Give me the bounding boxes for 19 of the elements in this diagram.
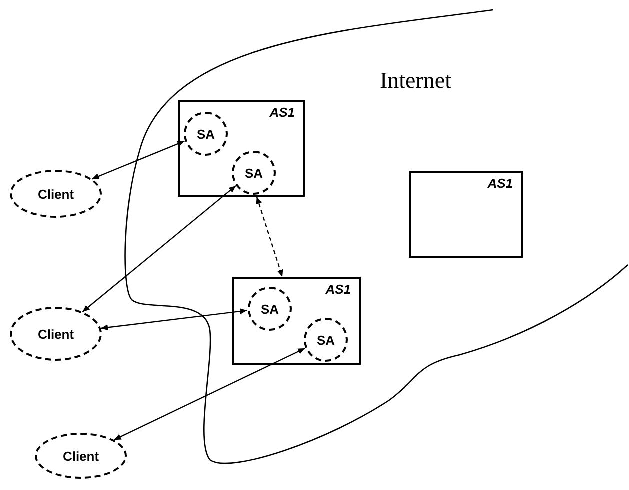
client-label: Client [62, 450, 100, 462]
as-label: AS1 [270, 106, 295, 119]
sa-label: SA [196, 128, 216, 140]
arrow [256, 196, 284, 278]
as-box [232, 277, 361, 365]
as-box [409, 171, 523, 258]
sa-label: SA [244, 166, 264, 180]
region-label: Internet [380, 67, 452, 95]
as-label: AS1 [488, 177, 513, 190]
client-label: Client [38, 328, 74, 340]
as-label: AS1 [326, 283, 351, 296]
sa-label: SA [260, 302, 280, 316]
arrow [100, 308, 248, 331]
as-box [178, 100, 305, 197]
arrow [92, 140, 185, 180]
arrow [82, 186, 236, 312]
arrow [114, 348, 306, 441]
sa-label: SA [316, 334, 336, 346]
client-label: Client [38, 188, 74, 200]
